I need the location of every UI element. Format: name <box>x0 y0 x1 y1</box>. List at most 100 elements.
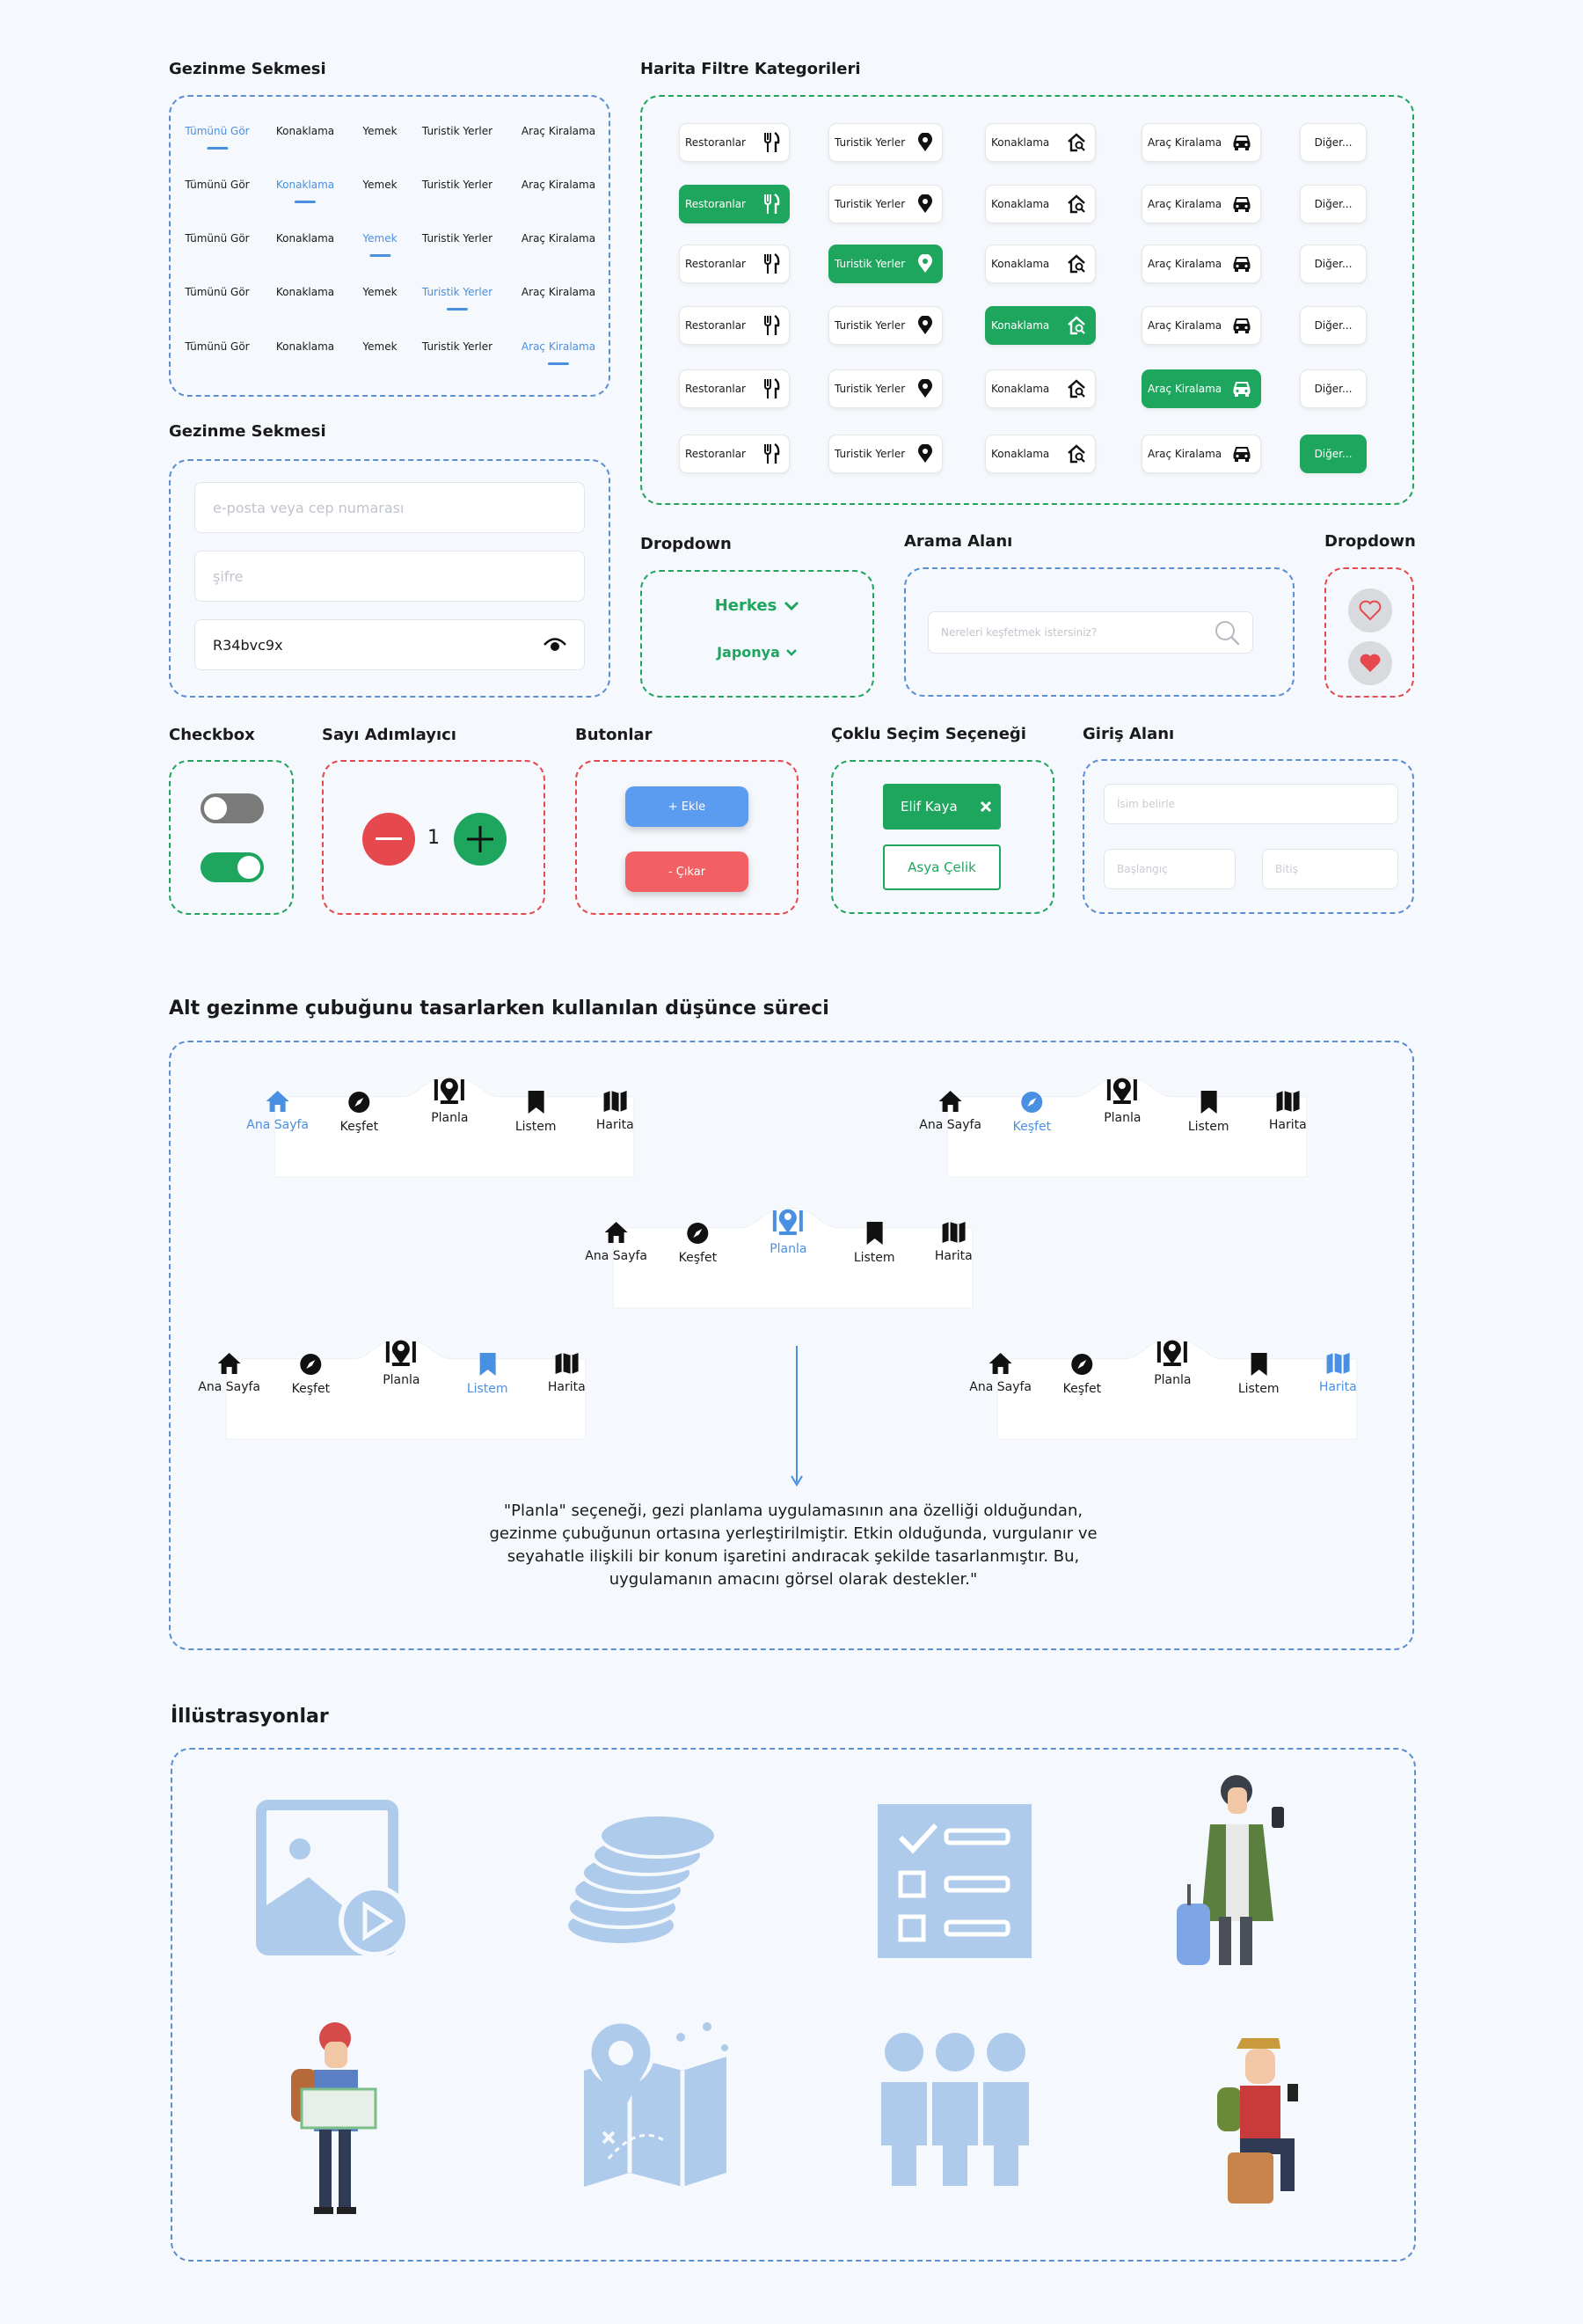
tab-turistik-yerler[interactable]: Turistik Yerler <box>421 340 493 353</box>
filter-chip-4[interactable]: Diğer... <box>1300 245 1367 283</box>
nav-item-1[interactable]: Keşfet <box>679 1221 717 1265</box>
tab-tümünü-gör[interactable]: Tümünü Gör <box>185 286 250 298</box>
tab-araç-kiralama[interactable]: Araç Kiralama <box>521 340 596 365</box>
tab-araç-kiralama[interactable]: Araç Kiralama <box>521 179 596 191</box>
password-filled-field[interactable]: R34bvc9x <box>194 619 585 670</box>
tab-turistik-yerler[interactable]: Turistik Yerler <box>421 125 493 137</box>
tab-tümünü-gör[interactable]: Tümünü Gör <box>185 232 250 245</box>
increment-button[interactable] <box>454 813 507 866</box>
tab-tümünü-gör[interactable]: Tümünü Gör <box>185 125 250 150</box>
filter-chip-1[interactable]: Turistik Yerler <box>828 306 943 345</box>
nav-item-0[interactable]: Ana Sayfa <box>969 1352 1032 1394</box>
option-chip[interactable]: Asya Çelik <box>883 844 1001 890</box>
nav-item-2[interactable]: Planla <box>1154 1338 1191 1387</box>
tab-turistik-yerler[interactable]: Turistik Yerler <box>421 232 493 245</box>
tab-araç-kiralama[interactable]: Araç Kiralama <box>521 125 596 137</box>
close-icon[interactable] <box>980 800 992 813</box>
filter-chip-1[interactable]: Turistik Yerler <box>828 245 943 283</box>
tab-araç-kiralama[interactable]: Araç Kiralama <box>521 232 596 245</box>
tab-konaklama[interactable]: Konaklama <box>275 340 335 353</box>
nav-item-4[interactable]: Harita <box>596 1090 634 1132</box>
filter-chip-0[interactable]: Restoranlar <box>679 245 790 283</box>
decrement-button[interactable] <box>362 813 415 866</box>
tab-tümünü-gör[interactable]: Tümünü Gör <box>185 179 250 191</box>
filter-chip-0[interactable]: Restoranlar <box>679 306 790 345</box>
eye-icon[interactable] <box>543 637 566 653</box>
tab-konaklama[interactable]: Konaklama <box>275 232 335 245</box>
favorite-on-button[interactable] <box>1348 641 1392 685</box>
search-icon[interactable] <box>1214 619 1240 646</box>
search-input[interactable]: Nereleri keşfetmek istersiniz? <box>928 611 1253 654</box>
nav-item-2[interactable]: Planla <box>1104 1076 1141 1125</box>
filter-chip-1[interactable]: Turistik Yerler <box>828 185 943 223</box>
filter-chip-0[interactable]: Restoranlar <box>679 369 790 408</box>
tab-konaklama[interactable]: Konaklama <box>275 125 335 137</box>
tab-araç-kiralama[interactable]: Araç Kiralama <box>521 286 596 298</box>
password-field[interactable]: şifre <box>194 551 585 602</box>
nav-item-3[interactable]: Listem <box>854 1221 895 1265</box>
nav-item-1[interactable]: Keşfet <box>1063 1352 1101 1396</box>
filter-chip-2[interactable]: Konaklama <box>985 435 1096 473</box>
nav-item-2[interactable]: Planla <box>770 1207 806 1256</box>
tab-yemek[interactable]: Yemek <box>362 125 398 137</box>
filter-chip-2[interactable]: Konaklama <box>985 306 1096 345</box>
tab-yemek[interactable]: Yemek <box>362 232 398 257</box>
tab-yemek[interactable]: Yemek <box>362 340 398 353</box>
filter-chip-2[interactable]: Konaklama <box>985 369 1096 408</box>
filter-chip-4[interactable]: Diğer... <box>1300 185 1367 223</box>
filter-chip-4[interactable]: Diğer... <box>1300 306 1367 345</box>
nav-item-2[interactable]: Planla <box>431 1076 468 1125</box>
tab-konaklama[interactable]: Konaklama <box>275 179 335 203</box>
filter-chip-0[interactable]: Restoranlar <box>679 123 790 162</box>
start-input[interactable]: Başlangıç <box>1104 849 1236 889</box>
tab-turistik-yerler[interactable]: Turistik Yerler <box>421 179 493 191</box>
add-button[interactable]: + Ekle <box>625 786 748 827</box>
toggle-on[interactable] <box>201 852 264 882</box>
favorite-off-button[interactable] <box>1348 588 1392 632</box>
nav-item-4[interactable]: Harita <box>935 1221 973 1263</box>
nav-item-4[interactable]: Harita <box>1319 1352 1357 1394</box>
nav-item-1[interactable]: Keşfet <box>292 1352 330 1396</box>
tab-yemek[interactable]: Yemek <box>362 179 398 191</box>
filter-chip-1[interactable]: Turistik Yerler <box>828 369 943 408</box>
nav-item-2[interactable]: Planla <box>383 1338 419 1387</box>
dropdown-secondary[interactable]: Japonya <box>642 644 872 661</box>
nav-item-3[interactable]: Listem <box>515 1090 557 1134</box>
filter-chip-3[interactable]: Araç Kiralama <box>1142 369 1261 408</box>
tab-tümünü-gör[interactable]: Tümünü Gör <box>185 340 250 353</box>
filter-chip-3[interactable]: Araç Kiralama <box>1142 123 1261 162</box>
filter-chip-1[interactable]: Turistik Yerler <box>828 123 943 162</box>
end-input[interactable]: Bitiş <box>1262 849 1398 889</box>
nav-item-0[interactable]: Ana Sayfa <box>919 1090 981 1132</box>
nav-item-3[interactable]: Listem <box>1238 1352 1280 1396</box>
nav-item-4[interactable]: Harita <box>548 1352 586 1394</box>
tab-konaklama[interactable]: Konaklama <box>275 286 335 298</box>
tab-turistik-yerler[interactable]: Turistik Yerler <box>421 286 493 311</box>
filter-chip-2[interactable]: Konaklama <box>985 245 1096 283</box>
filter-chip-0[interactable]: Restoranlar <box>679 185 790 223</box>
nav-item-0[interactable]: Ana Sayfa <box>246 1090 309 1132</box>
name-input[interactable]: İsim belirle <box>1104 784 1398 824</box>
nav-item-4[interactable]: Harita <box>1269 1090 1307 1132</box>
filter-chip-3[interactable]: Araç Kiralama <box>1142 306 1261 345</box>
nav-item-3[interactable]: Listem <box>1188 1090 1229 1134</box>
toggle-off[interactable] <box>201 793 264 823</box>
dropdown-primary[interactable]: Herkes <box>642 596 872 615</box>
nav-item-1[interactable]: Keşfet <box>340 1090 378 1134</box>
filter-chip-3[interactable]: Araç Kiralama <box>1142 435 1261 473</box>
nav-item-0[interactable]: Ana Sayfa <box>198 1352 260 1394</box>
nav-item-3[interactable]: Listem <box>467 1352 508 1396</box>
filter-chip-2[interactable]: Konaklama <box>985 123 1096 162</box>
nav-item-0[interactable]: Ana Sayfa <box>585 1221 647 1263</box>
tab-yemek[interactable]: Yemek <box>362 286 398 298</box>
filter-chip-4[interactable]: Diğer... <box>1300 369 1367 408</box>
filter-chip-4[interactable]: Diğer... <box>1300 435 1367 473</box>
filter-chip-1[interactable]: Turistik Yerler <box>828 435 943 473</box>
email-field[interactable]: e-posta veya cep numarası <box>194 482 585 533</box>
selected-chip[interactable]: Elif Kaya <box>883 784 1001 829</box>
filter-chip-2[interactable]: Konaklama <box>985 185 1096 223</box>
filter-chip-3[interactable]: Araç Kiralama <box>1142 245 1261 283</box>
filter-chip-0[interactable]: Restoranlar <box>679 435 790 473</box>
remove-button[interactable]: - Çıkar <box>625 851 748 892</box>
nav-item-1[interactable]: Keşfet <box>1013 1090 1051 1134</box>
